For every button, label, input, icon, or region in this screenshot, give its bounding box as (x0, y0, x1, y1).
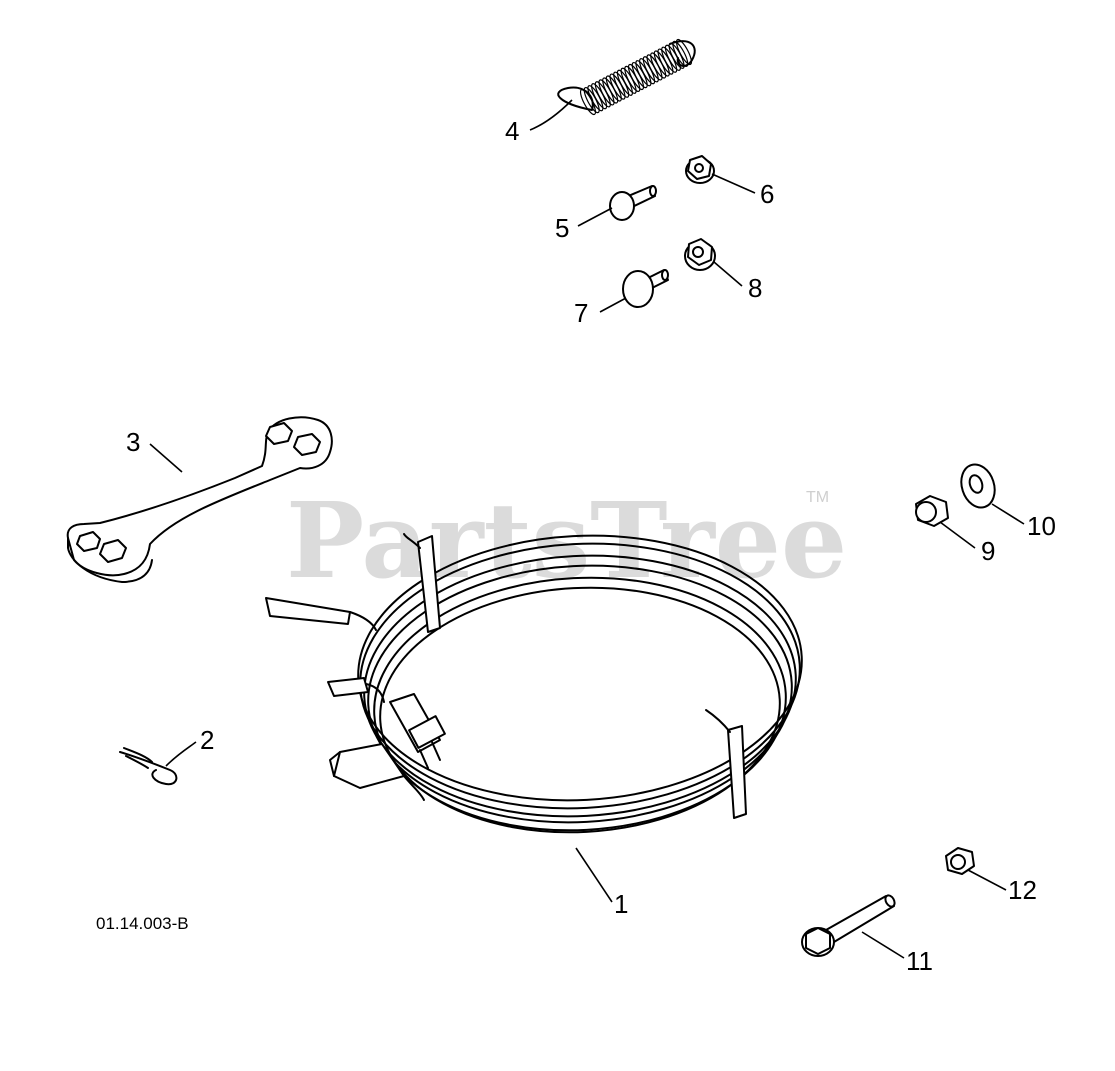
clip-part-2[interactable] (119, 747, 178, 786)
watermark: PartsTree TM (286, 479, 847, 602)
callout-11: 11 (906, 946, 933, 976)
callout-4: 4 (505, 116, 519, 146)
drawing-code: 01.14.003-B (96, 914, 189, 933)
bolt-part-5[interactable] (609, 185, 657, 221)
spring-coil (675, 38, 693, 66)
wrench-part-3[interactable] (66, 416, 333, 583)
callout-9: 9 (981, 536, 995, 566)
washer-part-10[interactable] (956, 460, 1000, 512)
callout-2: 2 (200, 725, 214, 755)
callout-3: 3 (126, 427, 140, 457)
watermark-trademark: TM (806, 489, 829, 506)
spring-coils (579, 38, 693, 116)
nut-part-6[interactable] (685, 155, 715, 184)
bolt-part-11[interactable] (801, 894, 896, 957)
pin-part-7[interactable] (622, 269, 669, 308)
watermark-text: PartsTree (286, 479, 847, 602)
callout-12: 12 (1008, 875, 1037, 905)
nut-part-8[interactable] (684, 238, 716, 271)
harness-part-1[interactable] (265, 525, 809, 843)
callouts: 1 2 3 4 5 6 7 8 9 10 11 12 (126, 116, 1056, 976)
nut-part-9[interactable] (915, 495, 949, 527)
spring-part-4[interactable] (557, 38, 696, 116)
callout-5: 5 (555, 213, 569, 243)
leader-lines (149, 99, 1025, 959)
callout-1: 1 (614, 889, 628, 919)
callout-6: 6 (760, 179, 774, 209)
callout-8: 8 (748, 273, 762, 303)
callout-7: 7 (574, 298, 588, 328)
callout-10: 10 (1027, 511, 1056, 541)
nut-part-12[interactable] (945, 847, 975, 875)
